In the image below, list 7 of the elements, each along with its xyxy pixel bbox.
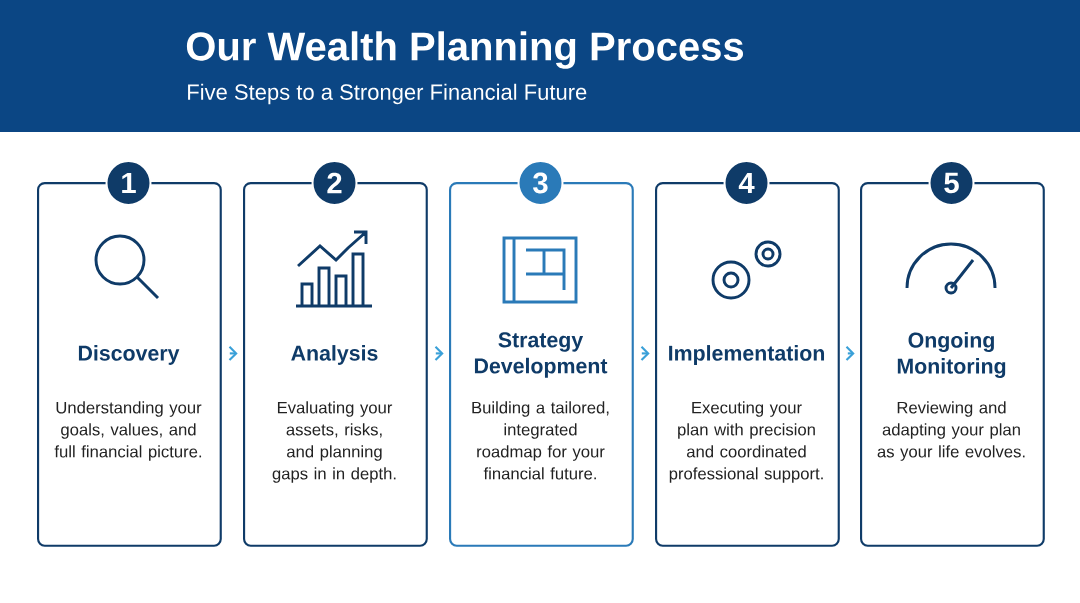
step-card: 2 Analysis Evaluating your assets, risks, and planning gaps in in depth. — [243, 160, 428, 547]
subtitle: Five Steps to a Stronger Financial Future — [188, 83, 587, 105]
step-card: 3 Strategy Development Building a tailored, integrated roadmap for your financial future. — [449, 160, 634, 547]
title: Our Wealth Planning Process — [186, 31, 744, 69]
step-card: 1 Discovery Understanding your goals, values, and full financial picture. — [37, 160, 222, 547]
step-card: 5 Ongoing Monitoring Reviewing and adapting your plan as your life evolves. — [860, 160, 1045, 547]
step-card: 4 Implementation Executing your plan with precision and coordinated professional support. — [655, 160, 840, 547]
